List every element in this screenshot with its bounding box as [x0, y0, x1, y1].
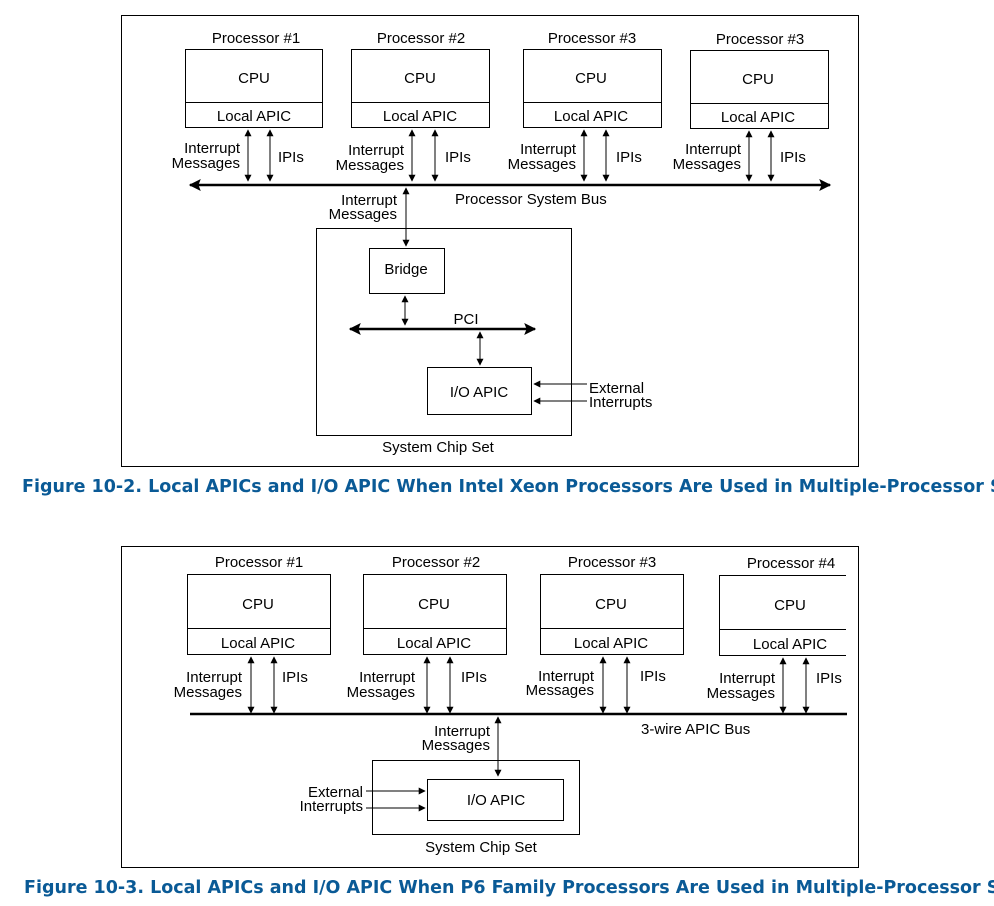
local-apic-label: Local APIC — [554, 108, 628, 125]
local-apic-label: Local APIC — [217, 108, 291, 125]
bridge-label: Bridge — [384, 261, 427, 278]
local-apic-box — [351, 102, 490, 128]
figure-10-2: Processor #1 CPU Local APIC Interrupt Me… — [22, 15, 994, 497]
interrupt-label: Interrupt — [186, 669, 243, 686]
messages-label: Messages — [526, 682, 594, 699]
processor-title: Processor #3 — [548, 30, 636, 47]
ipis-label: IPIs — [640, 668, 666, 685]
cpu-box — [187, 574, 331, 629]
cpu-box — [363, 574, 507, 629]
chipset-messages-label: Messages — [422, 737, 490, 754]
f1-processor-2: Processor #2 CPU Local APIC Interrupt Me… — [336, 30, 490, 182]
processor-title: Processor #4 — [747, 555, 835, 572]
messages-label: Messages — [172, 155, 240, 172]
external-label: External — [589, 380, 644, 397]
local-apic-label: Local APIC — [721, 109, 795, 126]
local-apic-label: Local APIC — [753, 636, 827, 653]
ipis-label: IPIs — [816, 670, 842, 687]
cpu-label: CPU — [404, 70, 436, 87]
cpu-label: CPU — [418, 596, 450, 613]
messages-label: Messages — [336, 157, 404, 174]
figure-10-3: Processor #1 CPU Local APIC Interrupt Me… — [24, 546, 994, 898]
ipis-label: IPIs — [282, 669, 308, 686]
io-apic-label: I/O APIC — [450, 384, 509, 401]
local-apic-label: Local APIC — [397, 635, 471, 652]
processor-title: Processor #3 — [716, 31, 804, 48]
system-chip-set-label: System Chip Set — [425, 839, 538, 856]
system-chip-set-box — [372, 760, 580, 835]
figure-2-frame — [121, 546, 859, 868]
figure-10-3-caption: Figure 10-3. Local APICs and I/O APIC Wh… — [24, 878, 994, 898]
cpu-box — [351, 49, 490, 103]
messages-label: Messages — [508, 156, 576, 173]
interrupts-label: Interrupts — [300, 798, 363, 815]
cpu-label: CPU — [238, 70, 270, 87]
messages-label: Messages — [707, 685, 775, 702]
local-apic-label: Local APIC — [383, 108, 457, 125]
messages-label: Messages — [347, 684, 415, 701]
external-label: External — [308, 784, 363, 801]
chipset-interrupt-label: Interrupt — [341, 192, 398, 209]
processor-title: Processor #1 — [215, 554, 303, 571]
io-apic-label: I/O APIC — [467, 792, 526, 809]
local-apic-box — [363, 628, 507, 655]
cpu-label: CPU — [575, 70, 607, 87]
interrupt-label: Interrupt — [359, 669, 416, 686]
pci-label: PCI — [453, 311, 478, 328]
io-apic-box — [427, 779, 564, 821]
interrupt-label: Interrupt — [348, 142, 405, 159]
f2-processor-2: Processor #2 CPU Local APIC Interrupt Me… — [347, 554, 507, 714]
processor-title: Processor #2 — [377, 30, 465, 47]
processor-system-bus-label: Processor System Bus — [455, 191, 607, 208]
apic-bus-label: 3-wire APIC Bus — [641, 721, 750, 738]
f1-processor-1: Processor #1 CPU Local APIC Interrupt Me… — [172, 30, 323, 182]
local-apic-label: Local APIC — [574, 635, 648, 652]
local-apic-box — [185, 102, 323, 128]
local-apic-box — [540, 628, 684, 655]
cpu-label: CPU — [742, 71, 774, 88]
ipis-label: IPIs — [445, 149, 471, 166]
f1-processor-3: Processor #3 CPU Local APIC Interrupt Me… — [508, 30, 662, 182]
local-apic-box — [187, 628, 331, 655]
interrupt-label: Interrupt — [538, 668, 595, 685]
processor-title: Processor #3 — [568, 554, 656, 571]
interrupt-label: Interrupt — [685, 141, 742, 158]
figure-10-2-caption: Figure 10-2. Local APICs and I/O APIC Wh… — [22, 477, 994, 497]
io-apic-box — [427, 367, 532, 415]
cpu-label: CPU — [242, 596, 274, 613]
ipis-label: IPIs — [461, 669, 487, 686]
system-chip-set-box — [316, 228, 572, 436]
ipis-label: IPIs — [278, 149, 304, 166]
processor-title: Processor #1 — [212, 30, 300, 47]
cpu-label: CPU — [595, 596, 627, 613]
system-chip-set-label: System Chip Set — [382, 439, 495, 456]
interrupts-label: Interrupts — [589, 394, 652, 411]
local-apic-box — [523, 102, 662, 128]
local-apic-box — [690, 103, 829, 129]
cpu-box — [540, 574, 684, 629]
cpu-box — [690, 50, 829, 104]
ipis-label: IPIs — [616, 149, 642, 166]
messages-label: Messages — [174, 684, 242, 701]
f1-processor-4: Processor #3 CPU Local APIC Interrupt Me… — [673, 31, 829, 182]
f2-processor-4: Processor #4 CPU Local APIC Interrupt Me… — [707, 555, 846, 714]
processor-title: Processor #2 — [392, 554, 480, 571]
figure-1-frame — [121, 15, 859, 467]
ipis-label: IPIs — [780, 149, 806, 166]
bridge-box — [369, 248, 445, 294]
cpu-label: CPU — [774, 597, 806, 614]
chipset-messages-label: Messages — [329, 206, 397, 223]
interrupt-label: Interrupt — [520, 141, 577, 158]
interrupt-label: Interrupt — [719, 670, 776, 687]
messages-label: Messages — [673, 156, 741, 173]
f2-processor-1: Processor #1 CPU Local APIC Interrupt Me… — [174, 554, 331, 714]
chipset-interrupt-label: Interrupt — [434, 723, 491, 740]
local-apic-label: Local APIC — [221, 635, 295, 652]
cpu-box — [719, 575, 846, 656]
interrupt-label: Interrupt — [184, 140, 241, 157]
f2-processor-3: Processor #3 CPU Local APIC Interrupt Me… — [526, 554, 684, 714]
